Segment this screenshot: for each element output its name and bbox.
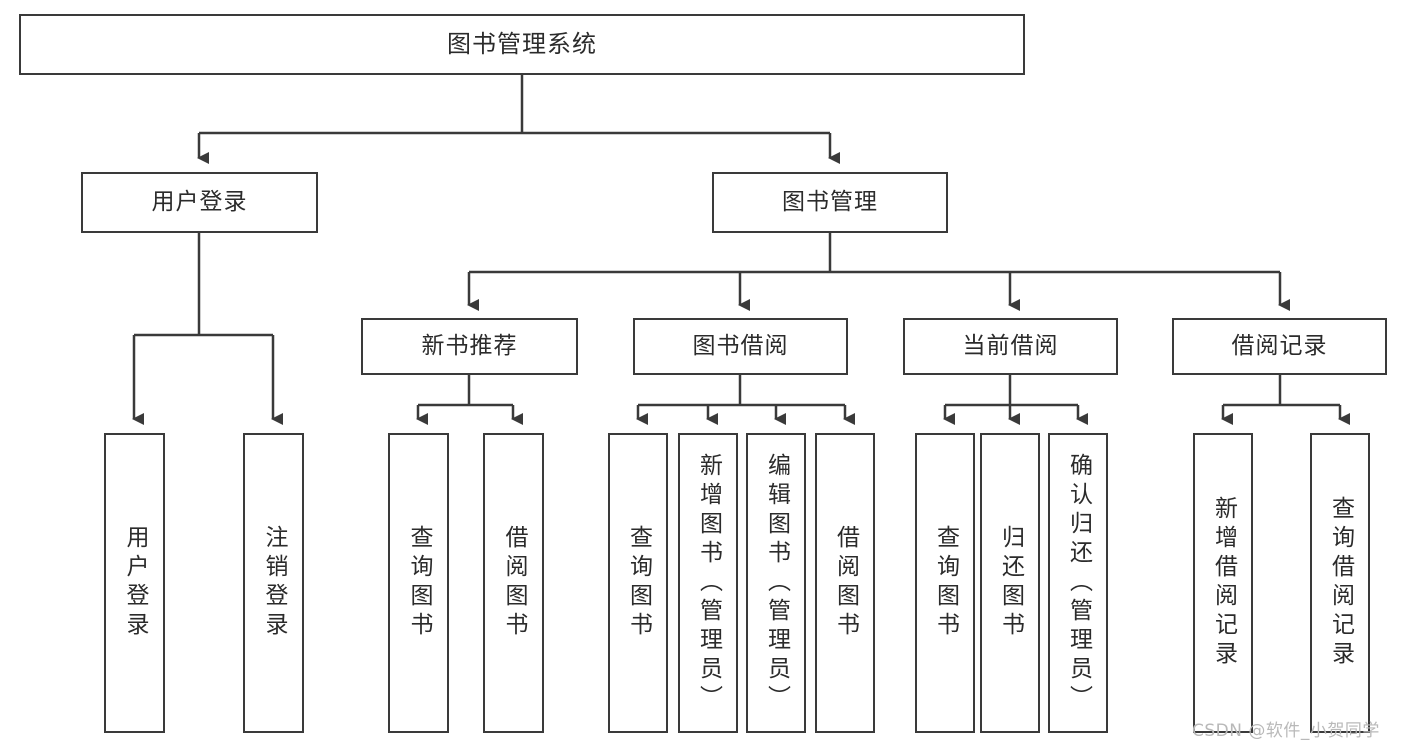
- node-book-borrow[interactable]: 图书借阅: [633, 318, 848, 375]
- leaf-query-book-2[interactable]: 查询图书: [608, 433, 668, 733]
- node-user-login[interactable]: 用户登录: [81, 172, 318, 233]
- leaf-borrow-book-2[interactable]: 借阅图书: [815, 433, 875, 733]
- node-new-book-recommend[interactable]: 新书推荐: [361, 318, 578, 375]
- node-borrow-record[interactable]: 借阅记录: [1172, 318, 1387, 375]
- node-book-management[interactable]: 图书管理: [712, 172, 948, 233]
- watermark-label: CSDN @软件_小贺同学: [1192, 721, 1380, 741]
- leaf-query-book-1[interactable]: 查询图书: [388, 433, 449, 733]
- leaf-return-book[interactable]: 归还图书: [980, 433, 1040, 733]
- leaf-add-record[interactable]: 新增借阅记录: [1193, 433, 1253, 733]
- leaf-borrow-book-1[interactable]: 借阅图书: [483, 433, 544, 733]
- leaf-query-book-3[interactable]: 查询图书: [915, 433, 975, 733]
- leaf-confirm-return[interactable]: 确认归还（管理员）: [1048, 433, 1108, 733]
- leaf-add-book[interactable]: 新增图书（管理员）: [678, 433, 738, 733]
- leaf-query-record[interactable]: 查询借阅记录: [1310, 433, 1370, 733]
- node-current-borrow[interactable]: 当前借阅: [903, 318, 1118, 375]
- leaf-user-logout[interactable]: 注销登录: [243, 433, 304, 733]
- leaf-user-login[interactable]: 用户登录: [104, 433, 165, 733]
- leaf-edit-book[interactable]: 编辑图书（管理员）: [746, 433, 806, 733]
- node-root-book-management-system[interactable]: 图书管理系统: [19, 14, 1025, 75]
